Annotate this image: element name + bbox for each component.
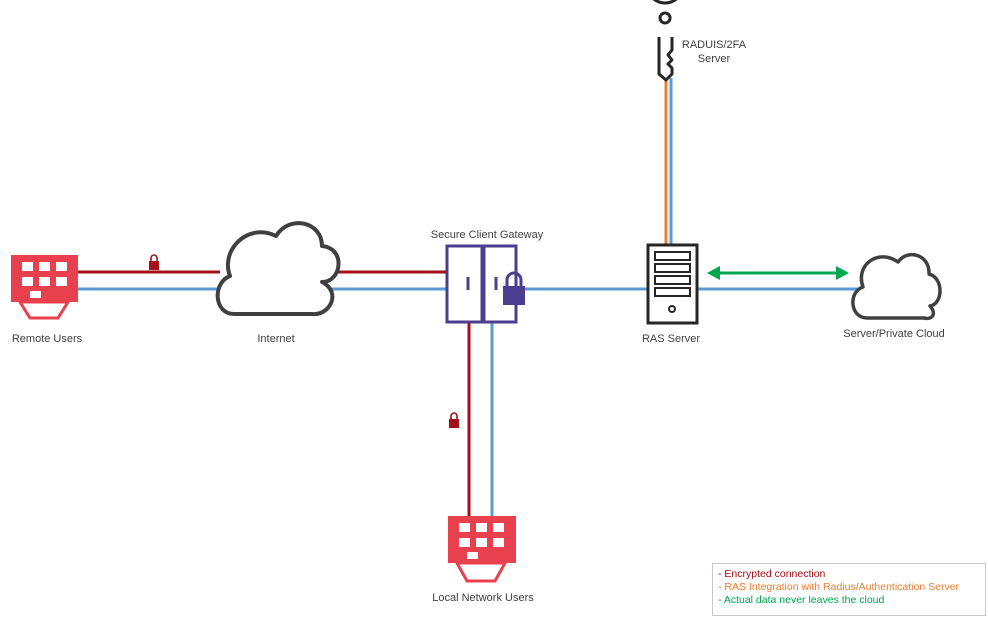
key-icon	[652, 0, 678, 82]
internet-cloud-icon	[215, 221, 341, 317]
private-cloud-icon	[851, 252, 942, 321]
internet-label: Internet	[257, 333, 295, 345]
legend-radius: - RAS Integration with Radius/Authentica…	[718, 581, 960, 593]
remote-users-icon	[11, 255, 78, 320]
radius-label-line1: RADUIS/2FA	[681, 39, 747, 51]
data-arrow	[707, 266, 849, 280]
legend-encrypted: - Encrypted connection	[718, 568, 826, 580]
private-cloud-label: Server/Private Cloud	[843, 328, 945, 340]
gateway-icon	[445, 244, 525, 324]
local-users-icon	[448, 516, 516, 583]
local-users-label: Local Network Users	[432, 592, 534, 604]
radius-server-label: RADUIS/2FA Server	[682, 38, 746, 66]
legend: - Encrypted connection - RAS Integration…	[712, 563, 986, 616]
ras-server-icon	[646, 243, 699, 325]
radius-label-line2: Server	[697, 53, 731, 65]
remote-users-label: Remote Users	[11, 333, 83, 345]
padlock-icon	[149, 254, 159, 270]
gateway-label: Secure Client Gateway	[430, 229, 544, 241]
ras-server-label: RAS Server	[641, 333, 701, 345]
legend-data: - Actual data never leaves the cloud	[718, 594, 885, 606]
padlock-icon	[449, 412, 459, 428]
